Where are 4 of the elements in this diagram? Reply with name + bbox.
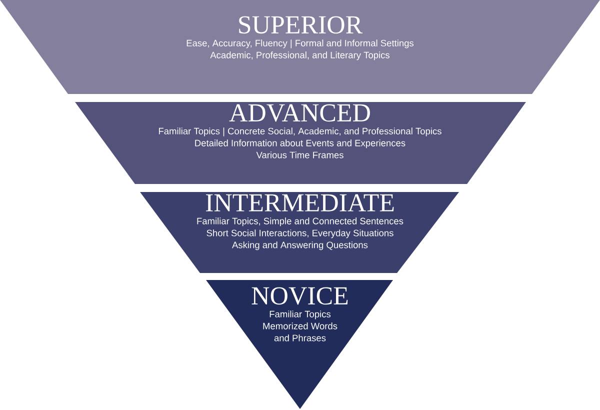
pyramid-band: ADVANCED Familiar Topics | Concrete Social, Academic, and Professional Topics Detailed Information about Events and Experiences Various Time Frames	[75, 102, 526, 184]
pyramid-band: NOVICE Familiar Topics Memorized Words and Phrases	[206, 280, 393, 409]
pyramid-band: SUPERIOR Ease, Accuracy, Fluency | Formal and Informal Settings Academic, Professional, and Literary Topics	[0, 0, 600, 94]
pyramid-band: INTERMEDIATE Familiar Topics, Simple and Connected Sentences Short Social Interactions, Everyday Situations Asking and Answering Questions	[140, 192, 459, 273]
